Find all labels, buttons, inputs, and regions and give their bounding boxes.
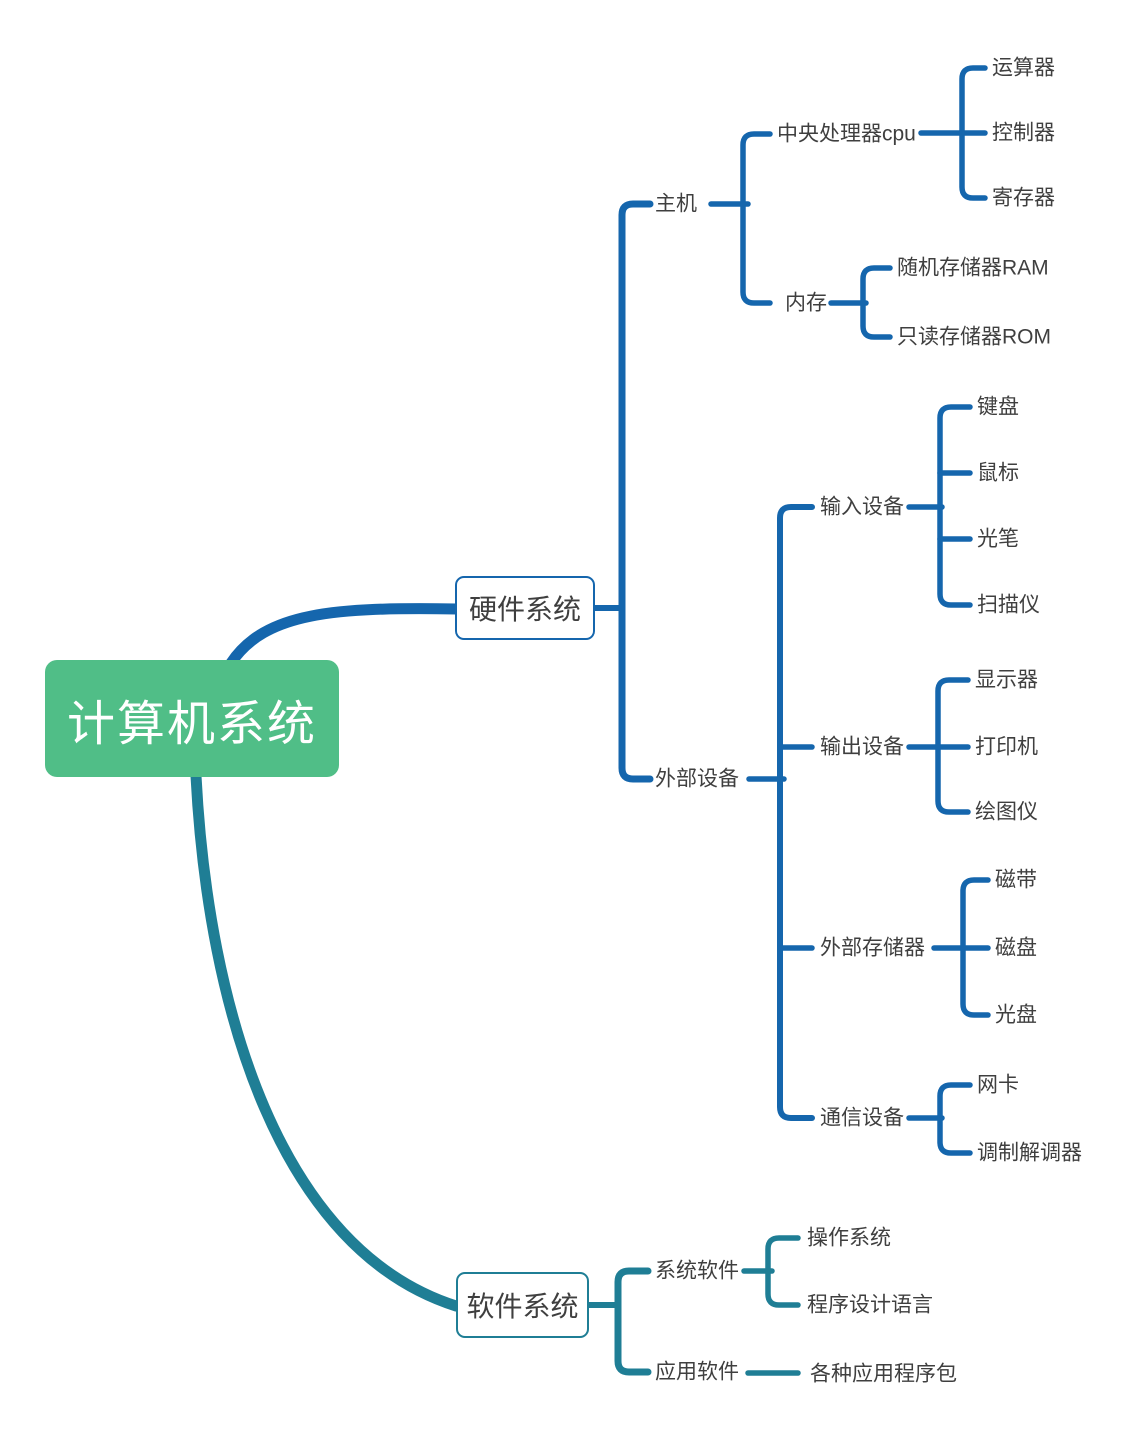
node-input-devices[interactable]: 输入设备 xyxy=(820,495,904,519)
node-control-unit[interactable]: 控制器 xyxy=(992,121,1055,145)
connector-output-devices-spine xyxy=(935,677,971,815)
node-operating-system[interactable]: 操作系统 xyxy=(807,1226,891,1250)
node-cpu[interactable]: 中央处理器cpu xyxy=(777,122,916,146)
node-modem[interactable]: 调制解调器 xyxy=(977,1141,1082,1165)
connector-communication-spine xyxy=(937,1082,973,1156)
node-main-unit[interactable]: 主机 xyxy=(655,192,697,216)
connector-input-devices-spine xyxy=(937,404,973,608)
connector-cpu-spine xyxy=(959,65,988,201)
connector-system-software-spine xyxy=(765,1235,801,1308)
node-tape[interactable]: 磁带 xyxy=(995,868,1037,892)
node-output-devices[interactable]: 输出设备 xyxy=(820,735,904,759)
node-memory[interactable]: 内存 xyxy=(785,291,827,315)
node-system-software[interactable]: 系统软件 xyxy=(655,1259,739,1283)
node-optical-disc[interactable]: 光盘 xyxy=(995,1003,1037,1027)
node-external-storage[interactable]: 外部存储器 xyxy=(820,936,925,960)
node-peripherals[interactable]: 外部设备 xyxy=(655,767,739,791)
node-keyboard[interactable]: 键盘 xyxy=(977,395,1019,419)
node-scanner[interactable]: 扫描仪 xyxy=(977,593,1040,617)
node-communication-devices[interactable]: 通信设备 xyxy=(820,1106,904,1130)
node-arithmetic-unit[interactable]: 运算器 xyxy=(992,56,1055,80)
node-mouse[interactable]: 鼠标 xyxy=(977,461,1019,485)
connector-external-storage-spine xyxy=(960,877,991,1018)
node-application-software[interactable]: 应用软件 xyxy=(655,1360,739,1384)
connector-memory-spine xyxy=(860,265,893,340)
branch-node-software-system[interactable]: 软件系统 xyxy=(456,1272,589,1338)
node-monitor[interactable]: 显示器 xyxy=(975,668,1038,692)
node-application-packages[interactable]: 各种应用程序包 xyxy=(810,1362,957,1386)
node-light-pen[interactable]: 光笔 xyxy=(977,527,1019,551)
node-network-card[interactable]: 网卡 xyxy=(977,1073,1019,1097)
node-disk[interactable]: 磁盘 xyxy=(995,936,1037,960)
node-plotter[interactable]: 绘图仪 xyxy=(975,800,1038,824)
connector-root-to-hardware xyxy=(225,603,463,669)
node-printer[interactable]: 打印机 xyxy=(975,735,1038,759)
hardware-system-label: 硬件系统 xyxy=(468,594,581,625)
connector-software-spine xyxy=(614,1267,652,1376)
software-system-label: 软件系统 xyxy=(466,1291,579,1322)
connector-peripherals-spine xyxy=(777,504,815,1121)
connector-hardware-spine xyxy=(618,200,654,783)
connector-main-unit-spine xyxy=(740,131,773,306)
node-rom[interactable]: 只读存储器ROM xyxy=(897,325,1051,349)
root-node-computer-system[interactable]: 计算机系统 xyxy=(45,660,339,777)
node-programming-language[interactable]: 程序设计语言 xyxy=(807,1293,933,1317)
branch-node-hardware-system[interactable]: 硬件系统 xyxy=(455,576,595,640)
connector-root-to-software xyxy=(190,770,462,1312)
node-register[interactable]: 寄存器 xyxy=(992,186,1055,210)
node-ram[interactable]: 随机存储器RAM xyxy=(897,256,1049,280)
root-node-label: 计算机系统 xyxy=(66,697,317,751)
